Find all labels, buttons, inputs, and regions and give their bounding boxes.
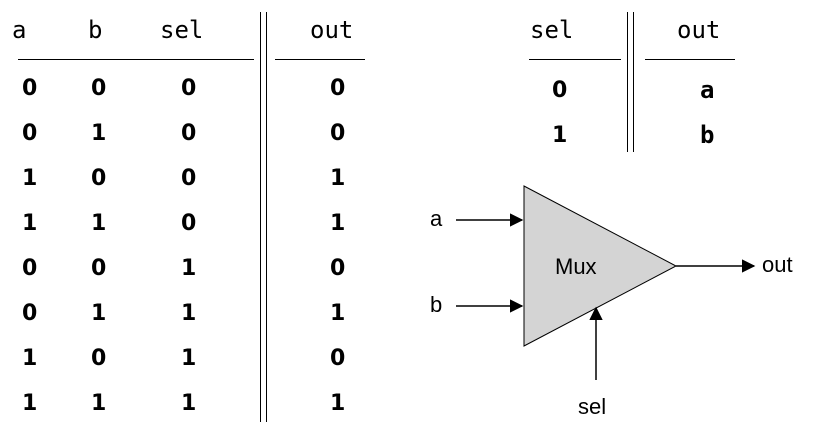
table-cell: 0 bbox=[22, 76, 38, 101]
table-cell: 1 bbox=[330, 166, 346, 191]
table-cell: 1 bbox=[22, 346, 38, 371]
table-cell: 0 bbox=[330, 121, 346, 146]
summary-table-divider-2 bbox=[633, 12, 634, 152]
mux-svg bbox=[456, 185, 756, 380]
table-cell: 1 bbox=[552, 123, 568, 148]
truth-table-header-sel: sel bbox=[160, 16, 204, 44]
table-cell: 1 bbox=[91, 121, 107, 146]
table-cell: a bbox=[700, 76, 715, 104]
table-cell: 0 bbox=[181, 121, 197, 146]
truth-table: a b sel out 0 0 0 0 0 1 0 0 1 0 0 1 1 1 … bbox=[0, 0, 380, 434]
mux-body bbox=[523, 185, 678, 347]
table-cell: 1 bbox=[91, 391, 107, 416]
table-cell: 1 bbox=[181, 346, 197, 371]
truth-table-header-rule bbox=[18, 59, 254, 60]
table-cell: 0 bbox=[330, 256, 346, 281]
output-label: out bbox=[762, 252, 793, 277]
mux-diagram: a b Mux out sel bbox=[400, 180, 820, 430]
table-cell: 0 bbox=[22, 301, 38, 326]
table-cell: 0 bbox=[22, 121, 38, 146]
table-cell: 0 bbox=[330, 346, 346, 371]
table-cell: b bbox=[700, 121, 715, 149]
table-cell: 0 bbox=[91, 346, 107, 371]
truth-table-divider-2 bbox=[266, 12, 267, 422]
mux-block-label: Mux bbox=[555, 254, 597, 279]
table-cell: 0 bbox=[552, 78, 568, 103]
table-cell: 1 bbox=[22, 391, 38, 416]
summary-table-header-out: out bbox=[677, 16, 721, 44]
table-cell: 1 bbox=[330, 391, 346, 416]
table-cell: 0 bbox=[91, 256, 107, 281]
truth-table-header-b: b bbox=[88, 16, 103, 44]
table-cell: 0 bbox=[181, 166, 197, 191]
table-cell: 1 bbox=[91, 301, 107, 326]
truth-table-header-rule-out bbox=[275, 59, 365, 60]
truth-table-header-a: a bbox=[12, 16, 27, 44]
table-cell: 1 bbox=[330, 301, 346, 326]
select-label: sel bbox=[578, 394, 607, 419]
table-cell: 0 bbox=[181, 211, 197, 236]
table-cell: 1 bbox=[91, 211, 107, 236]
table-cell: 1 bbox=[181, 301, 197, 326]
input-a-label: a bbox=[430, 206, 443, 231]
summary-table-divider-1 bbox=[627, 12, 628, 152]
summary-table-header-rule-out bbox=[645, 59, 735, 60]
table-cell: 0 bbox=[91, 166, 107, 191]
summary-table-header-sel: sel bbox=[530, 16, 574, 44]
table-cell: 0 bbox=[181, 76, 197, 101]
summary-table-header-rule bbox=[529, 59, 621, 60]
truth-table-header-out: out bbox=[310, 16, 354, 44]
table-cell: 1 bbox=[181, 391, 197, 416]
table-cell: 0 bbox=[330, 76, 346, 101]
table-cell: 1 bbox=[22, 211, 38, 236]
table-cell: 1 bbox=[22, 166, 38, 191]
table-cell: 0 bbox=[22, 256, 38, 281]
table-cell: 1 bbox=[181, 256, 197, 281]
table-cell: 0 bbox=[91, 76, 107, 101]
truth-table-divider-1 bbox=[260, 12, 261, 422]
input-b-label: b bbox=[430, 292, 443, 317]
table-cell: 1 bbox=[330, 211, 346, 236]
